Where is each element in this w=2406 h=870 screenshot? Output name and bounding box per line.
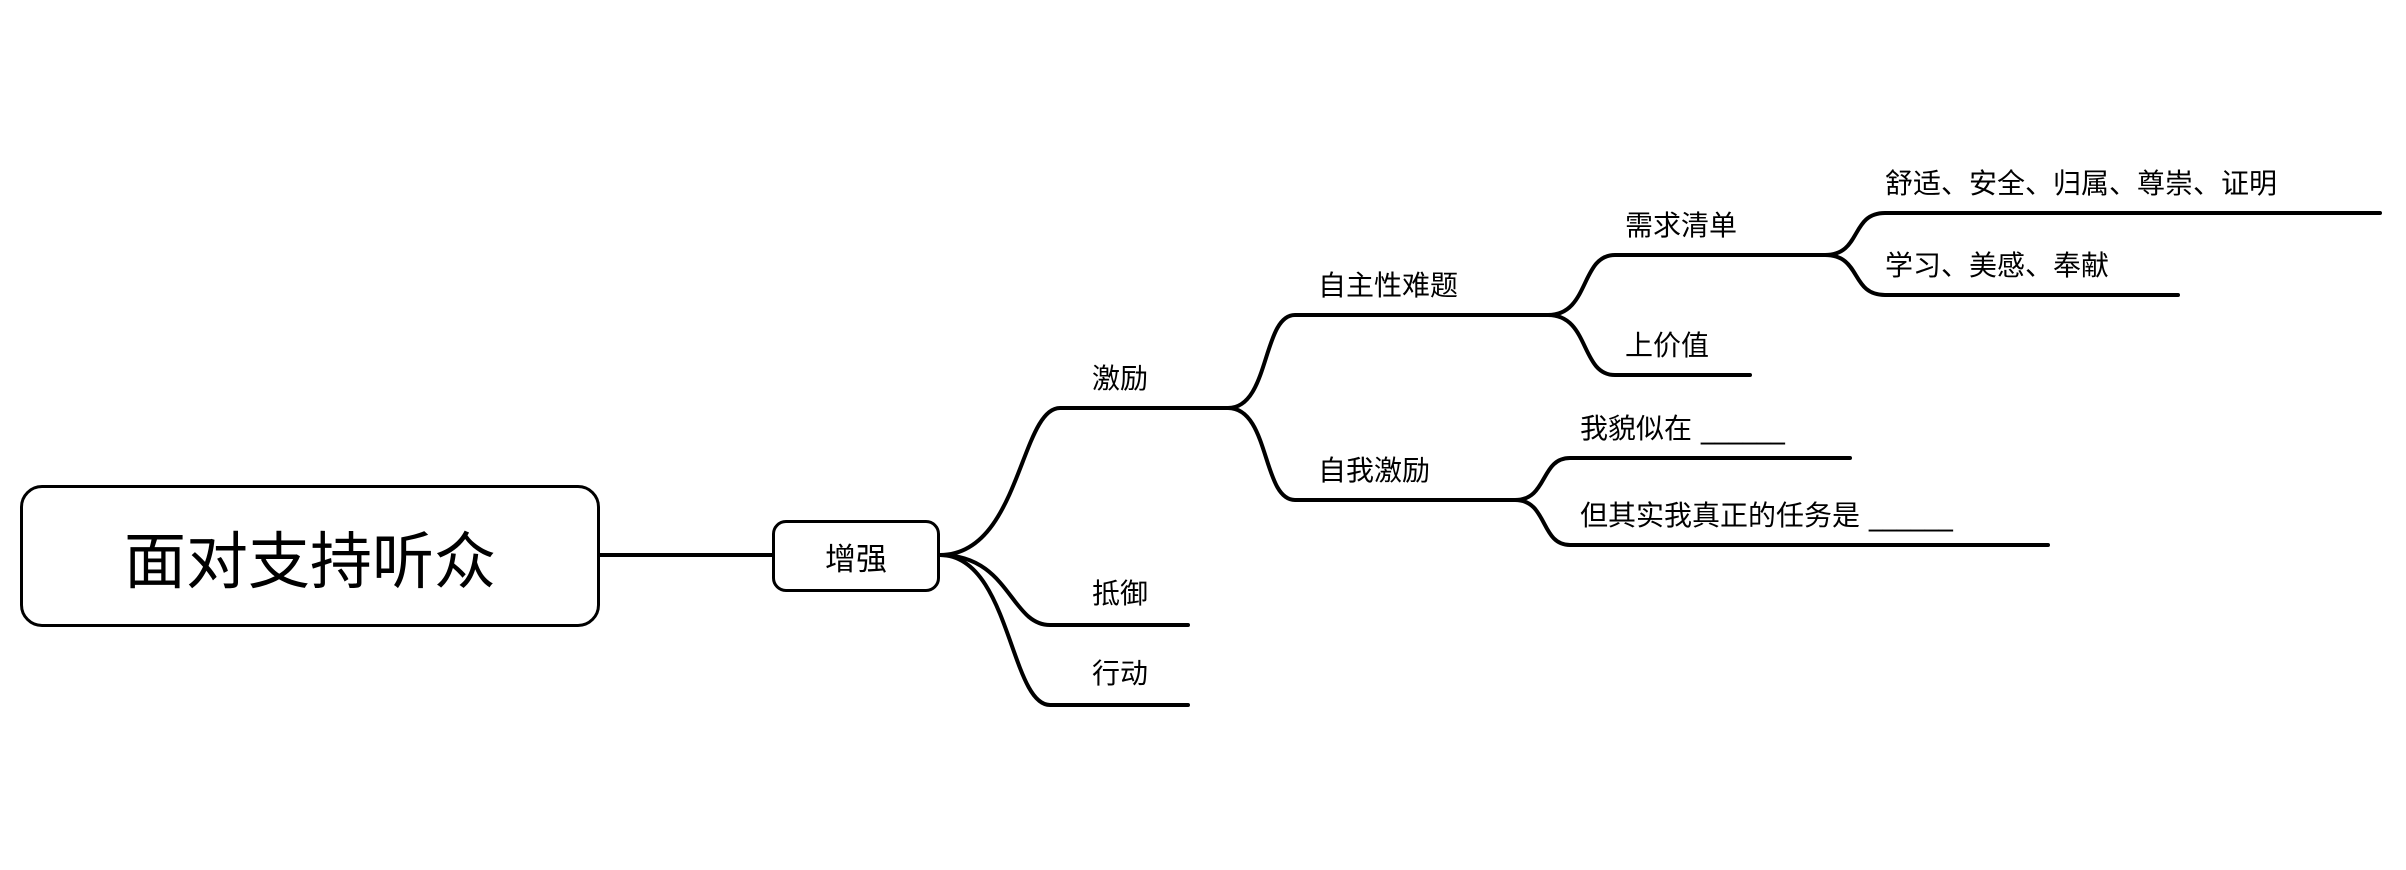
main-topic-node[interactable]: 增强 <box>772 520 940 592</box>
connector-self-line2 <box>1513 498 2050 547</box>
topic-resist[interactable]: 抵御 <box>1092 577 1149 610</box>
connector-motivation-self <box>1226 406 1517 502</box>
topic-self-motivation[interactable]: 自我激励 <box>1318 454 1431 487</box>
connector-main-resist <box>938 553 1190 627</box>
connector-main-motivation <box>938 406 1230 557</box>
connector-needs-list1 <box>1823 211 2382 257</box>
connector-main-action <box>938 553 1190 707</box>
topic-needs-list1[interactable]: 舒适、安全、归属、尊崇、证明 <box>1885 167 2278 200</box>
root-node[interactable]: 面对支持听众 <box>20 485 600 627</box>
connector-self-line1 <box>1513 456 1852 502</box>
connector-autonomy-needs <box>1546 253 1827 317</box>
topic-self-line1[interactable]: 我貌似在 ______ <box>1580 412 1785 445</box>
topic-motivation[interactable]: 激励 <box>1092 362 1149 395</box>
root-node-label: 面对支持听众 <box>123 525 496 598</box>
topic-self-line2[interactable]: 但其实我真正的任务是 ______ <box>1580 499 1953 532</box>
topic-needs-list2[interactable]: 学习、美感、奉献 <box>1885 249 2110 282</box>
connector-autonomy-value <box>1546 313 1752 377</box>
topic-action[interactable]: 行动 <box>1092 657 1149 690</box>
connector-needs-list2 <box>1823 253 2180 297</box>
topic-value[interactable]: 上价值 <box>1625 329 1710 362</box>
main-topic-label: 增强 <box>825 541 887 578</box>
topic-autonomy[interactable]: 自主性难题 <box>1318 269 1459 302</box>
topic-needs-list[interactable]: 需求清单 <box>1625 209 1738 242</box>
connector-motivation-autonomy <box>1226 313 1550 410</box>
